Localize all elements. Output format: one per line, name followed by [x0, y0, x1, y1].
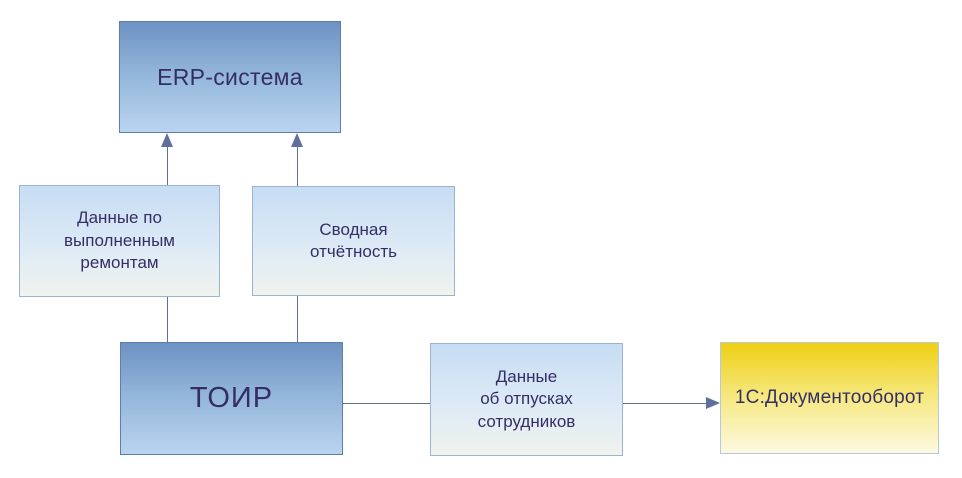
vacation-data-label-line3: сотрудников: [477, 411, 576, 431]
connector-vacations-to-docflow-line: [623, 402, 708, 404]
1c-docflow-box: 1С:Документооборот: [720, 342, 939, 454]
vacation-data-label-line2: об отпусках: [480, 389, 573, 409]
connector-toir-to-reporting-line: [296, 296, 298, 342]
repairs-data-box: Данные по выполненным ремонтам: [19, 185, 220, 297]
arrow-right-icon: [706, 397, 720, 409]
summary-reporting-box: Сводная отчётность: [252, 186, 455, 296]
1c-docflow-label: 1С:Документооборот: [734, 387, 925, 408]
connector-toir-to-repairs-line: [166, 297, 168, 342]
repairs-data-label-line3: ремонтам: [80, 253, 159, 273]
connector-repairs-to-erp-line: [166, 145, 168, 186]
toir-box: ТОИР: [120, 342, 343, 455]
erp-system-label: ERP-система: [157, 63, 303, 90]
vacation-data-box: Данные об отпусках сотрудников: [430, 343, 623, 456]
connector-reporting-to-erp-line: [296, 145, 298, 187]
toir-label: ТОИР: [189, 382, 274, 414]
arrow-up-icon: [291, 133, 303, 147]
arrow-up-icon: [161, 133, 173, 147]
vacation-data-label-line1: Данные: [495, 366, 558, 386]
summary-reporting-label-line2: отчётность: [310, 242, 397, 261]
repairs-data-label-line1: Данные по: [77, 208, 162, 228]
repairs-data-label-line2: выполненным: [64, 230, 175, 250]
summary-reporting-label-line1: Сводная: [319, 219, 388, 239]
connector-toir-to-vacations-line: [343, 402, 430, 404]
erp-system-box: ERP-система: [119, 21, 341, 133]
